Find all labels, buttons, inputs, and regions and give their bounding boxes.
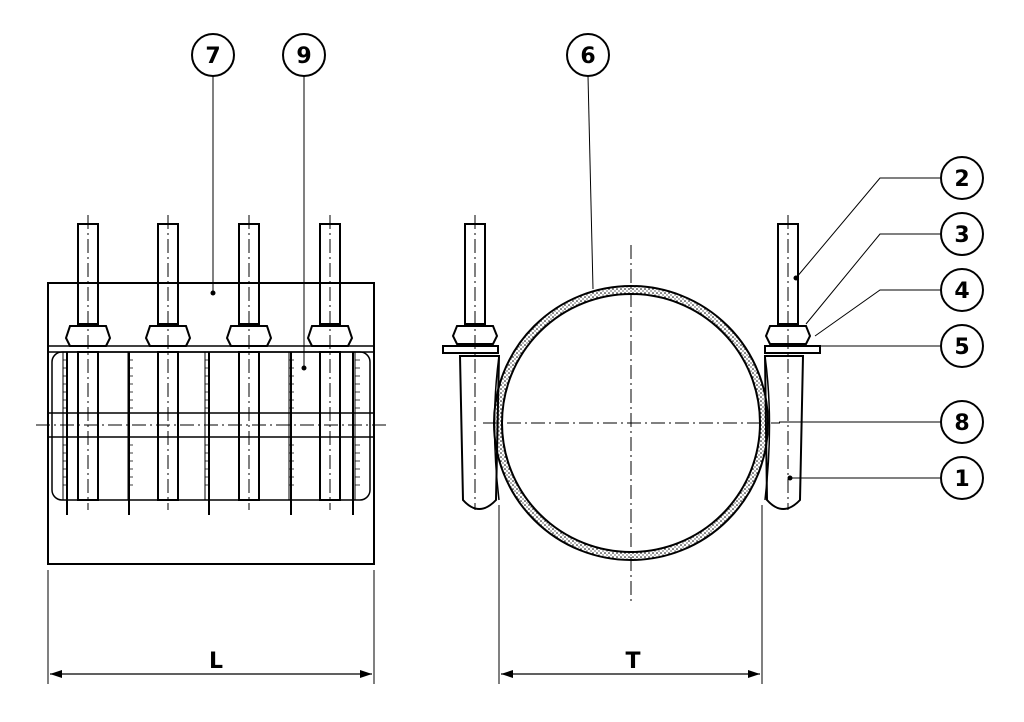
front-view xyxy=(442,75,940,684)
balloon-2: 2 xyxy=(940,156,984,200)
balloon-9-label: 9 xyxy=(296,44,311,69)
balloon-3: 3 xyxy=(940,212,984,256)
stud-1 xyxy=(64,215,112,510)
balloon-8: 8 xyxy=(940,400,984,444)
clamp-body-outline xyxy=(47,282,375,565)
left-lug xyxy=(442,215,501,510)
balloon-4-label: 4 xyxy=(954,279,969,304)
balloon-7-label: 7 xyxy=(205,44,220,69)
gasket-panel xyxy=(51,351,371,501)
balloon-5: 5 xyxy=(940,324,984,368)
side-view xyxy=(36,76,386,684)
balloon-8-label: 8 xyxy=(954,411,969,436)
balloon-2-label: 2 xyxy=(954,167,969,192)
balloon-6-label: 6 xyxy=(580,44,595,69)
stud-4 xyxy=(306,215,354,510)
strap-rods xyxy=(66,352,354,515)
balloon-1: 1 xyxy=(940,456,984,500)
scale-strips xyxy=(62,352,356,500)
balloon-4: 4 xyxy=(940,268,984,312)
right-lug xyxy=(763,215,821,510)
balloon-6: 6 xyxy=(566,33,610,77)
dimension-label-l: L xyxy=(209,649,223,674)
balloon-9: 9 xyxy=(282,33,326,77)
balloon-3-label: 3 xyxy=(954,223,969,248)
dimension-label-t: T xyxy=(625,649,640,674)
balloon-7: 7 xyxy=(191,33,235,77)
stud-3 xyxy=(225,215,273,510)
balloon-1-label: 1 xyxy=(954,467,969,492)
balloon-5-label: 5 xyxy=(954,335,969,360)
stud-2 xyxy=(144,215,192,510)
